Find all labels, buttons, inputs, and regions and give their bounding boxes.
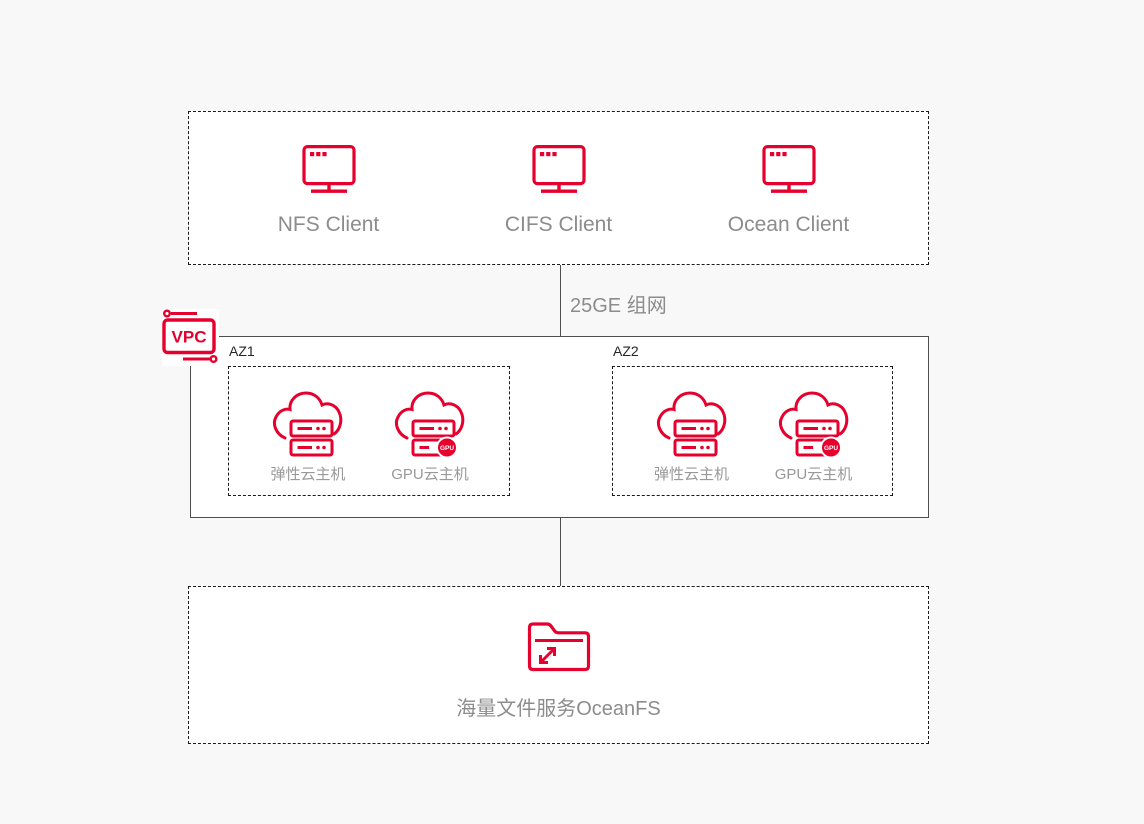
monitor-icon <box>761 145 816 193</box>
client-node-cifs: CIFS Client <box>479 145 639 264</box>
az1-row: 弹性云主机 GPU GPU云主机 <box>229 367 509 495</box>
scalable-folder-icon <box>527 622 590 672</box>
connector-vpc-storage <box>560 518 561 586</box>
vpc-label: VPC <box>172 328 207 347</box>
gpu-cloud-server-icon: GPU <box>778 391 848 458</box>
gpu-badge <box>436 436 458 458</box>
client-label: Ocean Client <box>727 213 850 236</box>
gpu-cloud-server-node: GPU GPU云主机 <box>758 388 870 495</box>
storage-node: 海量文件服务OceanFS <box>189 587 928 743</box>
expand-arrow-icon <box>539 647 555 664</box>
clients-row: NFS Client CIFS Client Ocean C <box>189 112 928 264</box>
az2-box: 弹性云主机 GPU GPU云主机 <box>612 366 893 496</box>
monitor-icon <box>301 145 356 193</box>
az2-label: AZ2 <box>613 343 639 359</box>
monitor-icon <box>531 145 586 193</box>
az1-box: 弹性云主机 GPU GPU云主机 <box>228 366 510 496</box>
client-node-nfs: NFS Client <box>249 145 409 264</box>
gpu-badge <box>819 436 842 458</box>
client-label: NFS Client <box>277 213 380 236</box>
cloud-server-icon <box>656 391 726 457</box>
network-link-label: 25GE 组网 <box>570 295 667 317</box>
storage-label: 海量文件服务OceanFS <box>456 698 661 720</box>
server-label: 弹性云主机 <box>653 466 729 483</box>
vpc-icon-wrap: VPC <box>162 309 219 366</box>
storage-box: 海量文件服务OceanFS <box>188 586 929 744</box>
server-label: 弹性云主机 <box>270 466 346 483</box>
clients-box: NFS Client CIFS Client Ocean C <box>188 111 929 265</box>
cloud-server-icon <box>272 391 343 457</box>
server-label: GPU云主机 <box>391 466 469 483</box>
az2-row: 弹性云主机 GPU GPU云主机 <box>613 367 892 495</box>
connector-clients-vpc <box>560 265 561 336</box>
client-label: CIFS Client <box>504 213 613 236</box>
elastic-cloud-server-node: 弹性云主机 <box>636 388 748 495</box>
az1-label: AZ1 <box>229 343 255 359</box>
gpu-cloud-server-node: GPU GPU云主机 <box>374 388 486 495</box>
server-label: GPU云主机 <box>774 466 853 483</box>
gpu-badge-label: GPU <box>823 445 837 452</box>
client-node-ocean: Ocean Client <box>709 145 869 264</box>
elastic-cloud-server-node: 弹性云主机 <box>252 388 364 495</box>
gpu-cloud-server-icon: GPU <box>394 391 465 458</box>
gpu-badge-label: GPU <box>440 445 454 452</box>
vpc-gateway-icon: VPC <box>162 309 219 366</box>
